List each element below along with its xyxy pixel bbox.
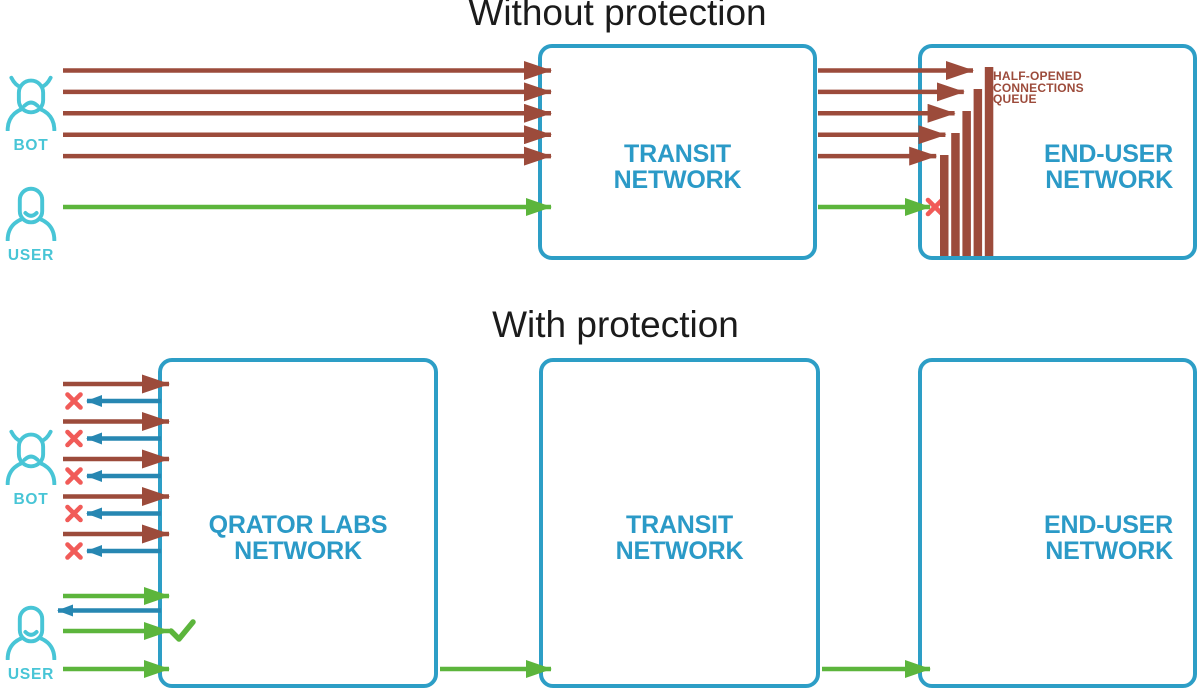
queue-annotation: HALF-OPENED CONNECTIONS QUEUE [993,69,1084,106]
network-box-transit-top: TRANSIT NETWORK [538,44,817,260]
blocked-x-icon [65,392,83,410]
actor-user-bottom: USER [1,604,61,684]
network-box-transit-bottom: TRANSIT NETWORK [539,358,820,688]
blocked-x-icon [65,429,83,448]
network-box-qrator: QRATOR LABS NETWORK [158,358,438,688]
title-without-protection: Without protection [468,0,767,33]
user-icon [1,604,61,662]
actor-label: BOT [13,137,49,154]
user-icon [1,185,61,243]
blocked-x-icon [65,542,83,560]
title-with-protection: With protection [492,304,739,345]
bot-icon-svg [5,429,57,487]
actor-label: USER [7,247,55,264]
actor-label: USER [7,666,55,683]
bot-icon [1,75,61,133]
network-box-label: END-USER NETWORK [1044,511,1173,565]
network-box-label: END-USER NETWORK [1044,140,1173,194]
user-icon-svg [5,605,57,662]
actor-user-top: USER [1,185,61,265]
network-box-label: TRANSIT NETWORK [615,511,744,565]
bot-icon [1,429,61,487]
network-box-label: TRANSIT NETWORK [613,140,742,194]
blocked-x-icon [65,504,83,523]
blocked-x-icon [65,467,83,485]
user-icon-svg [5,186,57,243]
network-box-label: QRATOR LABS NETWORK [208,511,388,565]
bot-icon-svg [5,75,57,133]
actor-label: BOT [13,491,49,508]
network-box-enduser-bottom: END-USER NETWORK [918,358,1197,688]
actor-bot-top: BOT [1,75,61,155]
scene-without-protection [63,61,994,256]
actor-bot-bottom: BOT [1,429,61,509]
